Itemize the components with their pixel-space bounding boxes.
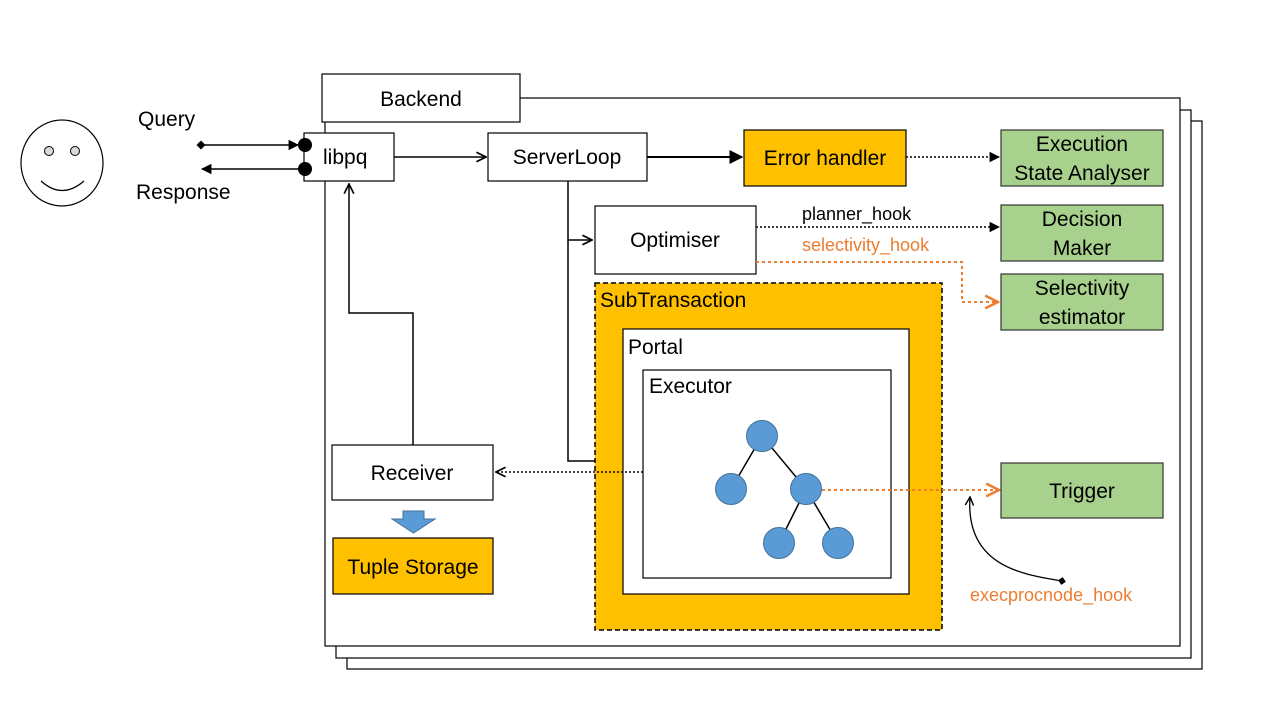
optimiser-label: Optimiser bbox=[630, 229, 720, 252]
execprocnode-hook-callout bbox=[970, 497, 1062, 581]
execution-state-analyser-line-2: State Analyser bbox=[1014, 162, 1149, 185]
error-handler-box bbox=[743, 129, 907, 187]
backend-title: Backend bbox=[380, 88, 462, 111]
serverloop-label: ServerLoop bbox=[513, 146, 622, 169]
decision-maker-line-2: Maker bbox=[1053, 237, 1111, 260]
tuple-storage-label: Tuple Storage bbox=[347, 556, 478, 579]
tree-node-root bbox=[746, 420, 778, 452]
execution-state-analyser-line-1: Execution bbox=[1036, 133, 1128, 156]
decision-maker-box bbox=[1000, 204, 1164, 262]
executor-label: Executor bbox=[649, 375, 732, 398]
tree-node bbox=[763, 527, 795, 559]
receiver-box bbox=[331, 444, 494, 501]
trigger-label: Trigger bbox=[1049, 480, 1115, 503]
down-arrow-icon bbox=[390, 510, 437, 534]
backend-title-box bbox=[321, 73, 521, 123]
selectivity-hook-arrow bbox=[756, 261, 998, 302]
selectivity-estimator-box bbox=[1000, 273, 1164, 331]
subtransaction-label: SubTransaction bbox=[600, 289, 746, 312]
plan-tree bbox=[715, 420, 854, 559]
libpq-input-port bbox=[298, 138, 312, 152]
portal-label: Portal bbox=[628, 336, 683, 359]
optimiser-box bbox=[594, 205, 757, 275]
planner-hook-label: planner_hook bbox=[802, 204, 912, 225]
libpq-label: libpq bbox=[323, 146, 367, 169]
libpq-output-port bbox=[298, 162, 312, 176]
query-label: Query bbox=[138, 108, 196, 131]
tree-node bbox=[715, 473, 747, 505]
selectivity-estimator-line-1: Selectivity bbox=[1035, 277, 1130, 300]
execprocnode-hook-label: execprocnode_hook bbox=[970, 585, 1133, 606]
response-label: Response bbox=[136, 181, 231, 204]
selectivity-hook-label: selectivity_hook bbox=[802, 235, 930, 256]
decision-maker-line-1: Decision bbox=[1042, 208, 1123, 231]
execution-state-analyser-box bbox=[1000, 129, 1164, 187]
receiver-to-libpq-arrow bbox=[349, 184, 414, 445]
tree-node bbox=[822, 527, 854, 559]
selectivity-estimator-line-2: estimator bbox=[1039, 306, 1125, 329]
smiley-face-icon bbox=[20, 119, 104, 207]
receiver-label: Receiver bbox=[371, 462, 454, 485]
tuple-storage-box bbox=[332, 537, 494, 595]
tree-node bbox=[790, 473, 822, 505]
error-handler-label: Error handler bbox=[764, 147, 887, 170]
